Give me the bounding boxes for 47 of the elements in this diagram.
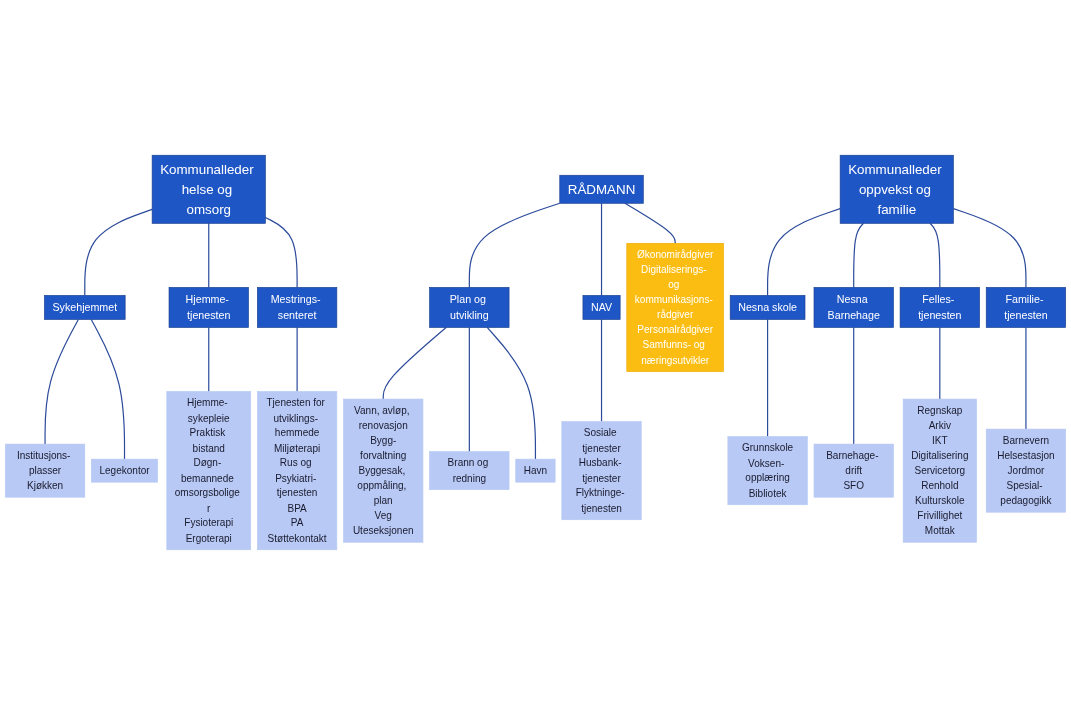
node-box: Hjemme- tjenesten <box>168 287 249 328</box>
node-box: Nesna skole <box>729 295 806 320</box>
connector <box>767 208 841 297</box>
connector <box>853 326 855 445</box>
connector <box>208 326 210 393</box>
connector <box>939 326 941 400</box>
connector <box>600 202 603 297</box>
connector <box>90 318 126 460</box>
connector <box>767 318 769 438</box>
connector <box>468 202 561 288</box>
node-box: Mestrings- senteret <box>257 287 338 328</box>
node-box: NAV <box>582 295 621 320</box>
connector <box>624 202 676 244</box>
node-box: Felles- tjenesten <box>899 287 980 328</box>
node-box: Plan og utvikling <box>429 287 510 328</box>
node-box: Sosiale tjenester Husbank- tjenester Flyktninge- tjenesten <box>561 421 642 521</box>
connector <box>264 216 298 288</box>
connector <box>208 222 210 288</box>
node-box: Kommunalleder helse og omsorg <box>151 154 266 224</box>
node-box: Institusjons- plasser Kjøkken <box>5 443 86 498</box>
connector <box>486 326 537 460</box>
node-box: Familie- tjenesten <box>985 287 1066 328</box>
connector <box>853 222 865 288</box>
node-box: Sykehjemmet <box>44 295 126 320</box>
node-box: RÅDMANN <box>559 174 644 204</box>
node-box: Havn <box>515 458 556 483</box>
node-box: Barnehage- drift SFO <box>813 443 894 498</box>
connector <box>600 318 603 423</box>
connector <box>296 326 298 393</box>
node-box: Tjenesten for utviklings- hemmede Miljøterapi Rus og Psykiatri- tjenesten BPA PA Støttekontakt <box>257 391 338 551</box>
node-box: Kommunalleder oppvekst og familie <box>839 154 954 224</box>
connector <box>929 222 941 288</box>
node-box: Brann og redning <box>429 451 510 490</box>
node-box: Hjemme- sykepleie Praktisk bistand Døgn- bemannede omsorgsbolige r Fysioterapi Ergoterapi <box>166 391 252 551</box>
connector <box>468 326 470 453</box>
connector <box>1025 326 1027 430</box>
node-box: Regnskap Arkiv IKT Digitalisering Servicetorg Renhold Kulturskole Frivillighet Mottak <box>902 398 977 543</box>
node-box: Økonomirådgiver Digitaliserings- og kommunikasjons- rådgiver Personalrådgiver Samfunns- og næringsutvikler <box>626 243 724 372</box>
connector <box>44 318 79 445</box>
node-box: Legekontor <box>91 458 158 483</box>
connector <box>84 208 153 297</box>
node-box: Barnevern Helsestasjon Jordmor Spesial- pedagogikk <box>985 428 1066 513</box>
connector <box>382 326 447 400</box>
node-box: Grunnskole Voksen- opplæring Bibliotek <box>727 436 808 506</box>
node-box: Nesna Barnehage <box>813 287 894 328</box>
node-box: Vann, avløp, renovasjon Bygg-forvaltning Byggesak, oppmåling, plan Veg Uteseksjonen <box>343 398 424 543</box>
connector <box>952 208 1027 288</box>
